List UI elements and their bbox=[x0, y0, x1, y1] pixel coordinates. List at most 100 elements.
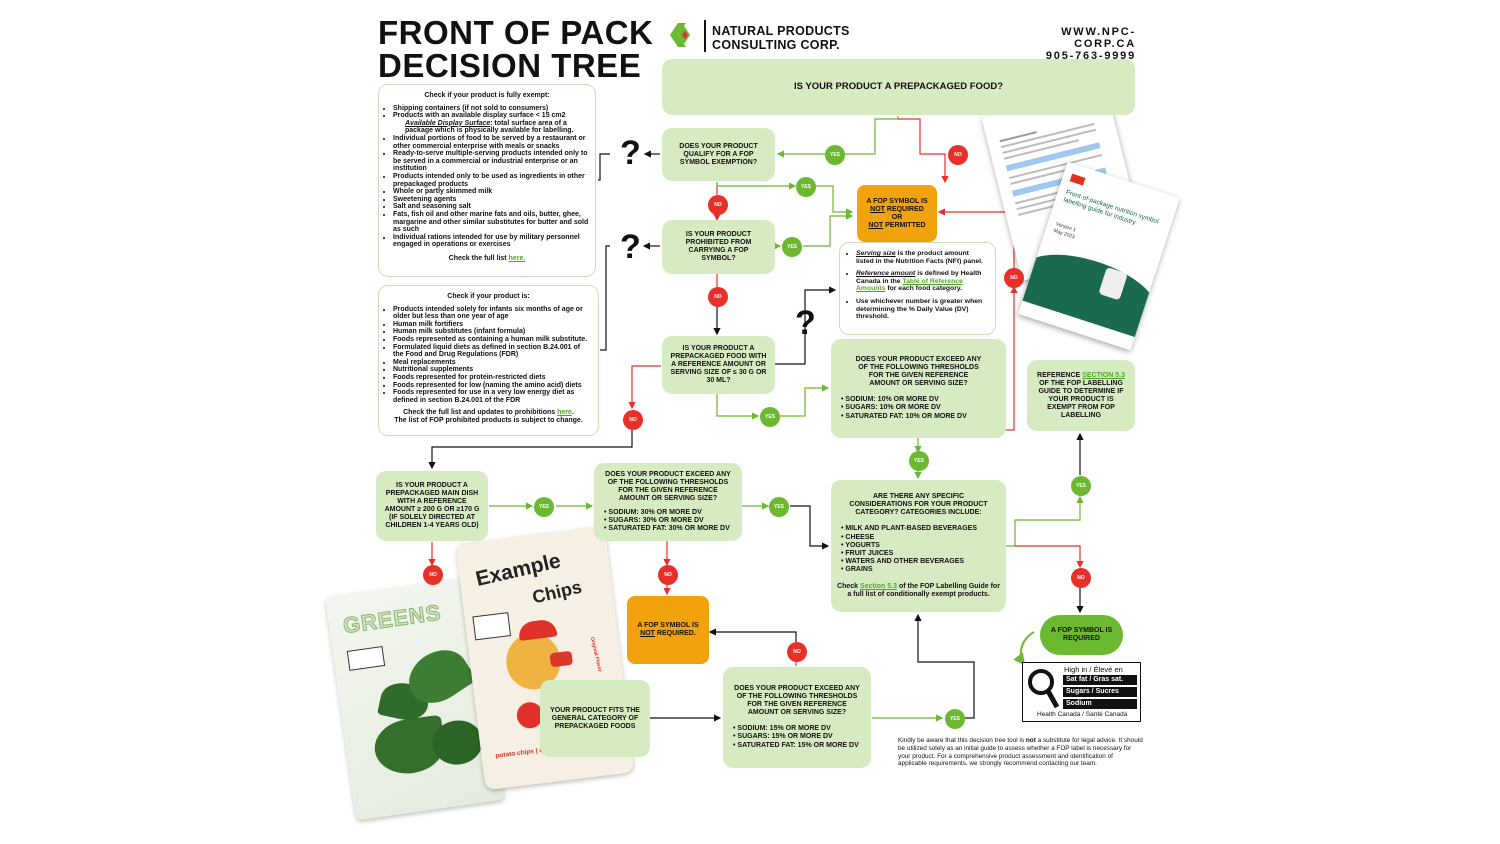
question-mark-icon: ? bbox=[795, 304, 816, 342]
specific-footer: Check Section 5.3 of the FOP Labelling G… bbox=[837, 582, 1000, 598]
no-badge: NO bbox=[423, 565, 443, 585]
node-small-reference-text: IS YOUR PRODUCT A PREPACKAGED FOOD WITH … bbox=[670, 345, 767, 384]
outcome-or: OR bbox=[891, 213, 903, 221]
fop-health-canada: Health Canada / Santé Canada bbox=[1037, 711, 1128, 718]
magnifying-glass-icon bbox=[1028, 669, 1060, 709]
fop-mini-icon bbox=[346, 646, 386, 671]
yes-badge: YES bbox=[796, 177, 816, 197]
prohibited-item: Foods represented for low (naming the am… bbox=[393, 382, 592, 390]
no-badge: NO bbox=[708, 195, 728, 215]
node-main-dish-question: IS YOUR PRODUCT A PREPACKAGED MAIN DISH … bbox=[376, 471, 488, 541]
node-not-required: A FOP SYMBOL IS NOT REQUIRED. bbox=[627, 596, 709, 664]
prohibited-item: Human milk substitutes (infant formula) bbox=[393, 328, 592, 336]
prohibited-note-heading: Check if your product is: bbox=[447, 293, 530, 300]
disclaimer: Kindly be aware that this decision tree … bbox=[898, 737, 1143, 768]
prohibitions-link[interactable]: here bbox=[557, 409, 572, 417]
fully-exempt-note: Check if your product is fully exempt: S… bbox=[378, 84, 596, 277]
yes-badge: YES bbox=[825, 145, 845, 165]
yes-badge: YES bbox=[782, 237, 802, 257]
canada-wordmark: Canadä bbox=[1105, 332, 1128, 345]
threshold-15-question: DOES YOUR PRODUCT EXCEED ANY OF THE FOLL… bbox=[734, 685, 860, 717]
node-general-text: YOUR PRODUCT FITS THE GENERAL CATEGORY O… bbox=[550, 706, 640, 730]
serving-size-bullet: Serving size is the product amount liste… bbox=[856, 250, 987, 265]
exempt-note-heading: Check if your product is fully exempt: bbox=[424, 92, 550, 99]
reference-section-text: REFERENCE SECTION 5.3 OF THE FOP LABELLI… bbox=[1037, 371, 1125, 419]
outcome-line: NOT REQUIRED. bbox=[640, 630, 696, 638]
brand-divider bbox=[704, 20, 706, 52]
question-mark-icon: ? bbox=[620, 228, 641, 266]
guide-title: Front-of-package nutrition symbol labell… bbox=[1062, 188, 1160, 227]
node-threshold-10: DOES YOUR PRODUCT EXCEED ANY OF THE FOLL… bbox=[831, 339, 1006, 438]
node-small-reference-question: IS YOUR PRODUCT A PREPACKAGED FOOD WITH … bbox=[662, 336, 775, 394]
table-reference-amounts-link[interactable]: Table of Reference Amounts bbox=[856, 277, 963, 293]
node-prepackaged-text: IS YOUR PRODUCT A PREPACKAGED FOOD? bbox=[793, 81, 1003, 92]
threshold-15-item: • SUGARS: 15% OR MORE DV bbox=[733, 733, 833, 741]
node-specific-considerations: ARE THERE ANY SPECIFIC CONSIDERATIONS FO… bbox=[831, 480, 1006, 612]
yes-badge: YES bbox=[760, 407, 780, 427]
exempt-item: Ready-to-serve multiple-serving products… bbox=[393, 150, 589, 173]
exempt-note-footer: Check the full list here. bbox=[448, 254, 526, 262]
node-exemption-question: DOES YOUR PRODUCT QUALIFY FOR A FOP SYMB… bbox=[662, 128, 775, 181]
serving-size-note: Serving size is the product amount liste… bbox=[839, 242, 996, 335]
exempt-item: Fats, fish oil and other marine fats and… bbox=[393, 211, 589, 234]
no-badge: NO bbox=[787, 642, 807, 662]
prohibited-item: Foods represented for use in a very low … bbox=[393, 389, 592, 404]
company-name: NATURAL PRODUCTS CONSULTING CORP. bbox=[712, 24, 850, 52]
outcome-line: NOT REQUIRED bbox=[870, 206, 924, 214]
specific-section-link[interactable]: Section 5.3 bbox=[860, 582, 897, 590]
node-reference-section: REFERENCE SECTION 5.3 OF THE FOP LABELLI… bbox=[1027, 360, 1135, 431]
threshold-10-question: DOES YOUR PRODUCT EXCEED ANY OF THE FOLL… bbox=[855, 356, 982, 388]
prohibited-item: Nutritional supplements bbox=[393, 366, 592, 374]
website-link[interactable]: WWW.NPC-CORP.CA bbox=[1061, 26, 1136, 50]
no-badge: NO bbox=[1004, 268, 1024, 288]
no-badge: NO bbox=[623, 410, 643, 430]
node-threshold-30: DOES YOUR PRODUCT EXCEED ANY OF THE FOLL… bbox=[594, 463, 742, 541]
outcome-line: A FOP SYMBOL IS bbox=[637, 622, 699, 629]
threshold-15-list: • SODIUM: 15% OR MORE DV • SUGARS: 15% O… bbox=[727, 725, 867, 750]
outcome-not: NOT bbox=[640, 630, 655, 637]
prohibited-item: Human milk fortifiers bbox=[393, 321, 592, 329]
reference-amount-bullet: Reference amount is defined by Health Ca… bbox=[856, 270, 987, 293]
specific-list: • MILK AND PLANT-BASED BEVERAGES • CHEES… bbox=[835, 525, 1002, 574]
serving-size-def: is the product amount listed in the Nutr… bbox=[856, 250, 983, 265]
outcome-line: NOT PERMITTED bbox=[868, 222, 925, 230]
threshold-10-item: • SODIUM: 10% OR MORE DV bbox=[841, 396, 939, 404]
yes-badge: YES bbox=[945, 709, 965, 729]
no-badge: NO bbox=[658, 565, 678, 585]
section-5-3-link[interactable]: SECTION 5.3 bbox=[1082, 371, 1125, 379]
specific-item: • CHEESE bbox=[841, 533, 875, 541]
threshold-15-item: • SODIUM: 15% OR MORE DV bbox=[733, 725, 831, 733]
yes-badge: YES bbox=[1071, 476, 1091, 496]
threshold-10-list: • SODIUM: 10% OR MORE DV • SUGARS: 10% O… bbox=[835, 396, 1002, 421]
threshold-10-item: • SATURATED FAT: 10% OR MORE DV bbox=[841, 412, 967, 420]
prohibited-item: Formulated liquid diets as defined in se… bbox=[393, 344, 592, 359]
brand-line-1: NATURAL PRODUCTS bbox=[712, 24, 850, 38]
question-mark-icon: ? bbox=[620, 134, 641, 172]
node-required-text: A FOP SYMBOL IS REQUIRED bbox=[1050, 627, 1113, 642]
brand-line-2: CONSULTING CORP. bbox=[712, 38, 840, 52]
canada-flag-icon bbox=[1069, 173, 1086, 186]
prohibited-item: Foods represented for protein-restricted… bbox=[393, 374, 592, 382]
specific-item: • WATERS AND OTHER BEVERAGES bbox=[841, 558, 965, 566]
mascot-hat-icon bbox=[517, 618, 558, 641]
threshold-15-item: • SATURATED FAT: 15% OR MORE DV bbox=[733, 741, 859, 749]
prohibited-item: Meal replacements bbox=[393, 359, 592, 367]
company-logo-icon bbox=[670, 23, 690, 47]
specific-item: • YOGURTS bbox=[841, 541, 880, 549]
exempt-item: Shipping containers (if not sold to cons… bbox=[393, 105, 589, 113]
contact-info: WWW.NPC-CORP.CA 905-763-9999 bbox=[1010, 26, 1136, 62]
outcome-required: REQUIRED. bbox=[656, 630, 696, 637]
exempt-full-list-link[interactable]: here. bbox=[508, 254, 526, 262]
exempt-item: Individual rations intended for use by m… bbox=[393, 234, 589, 249]
yes-badge: YES bbox=[769, 497, 789, 517]
outcome-line: A FOP SYMBOL IS bbox=[866, 197, 928, 205]
yes-badge: YES bbox=[534, 497, 554, 517]
fop-sugars-row: Sugars / Sucres bbox=[1063, 687, 1137, 697]
title-line-2: DECISION TREE bbox=[378, 47, 642, 84]
no-badge: NO bbox=[708, 287, 728, 307]
fop-high-in-label: High in / Élevé en bbox=[1064, 665, 1123, 674]
exempt-item: Products intended only to be used as ing… bbox=[393, 173, 589, 188]
outcome-not: NOT bbox=[868, 221, 884, 229]
exempt-list: Shipping containers (if not sold to cons… bbox=[385, 105, 589, 249]
serving-size-term: Serving size bbox=[856, 250, 896, 257]
